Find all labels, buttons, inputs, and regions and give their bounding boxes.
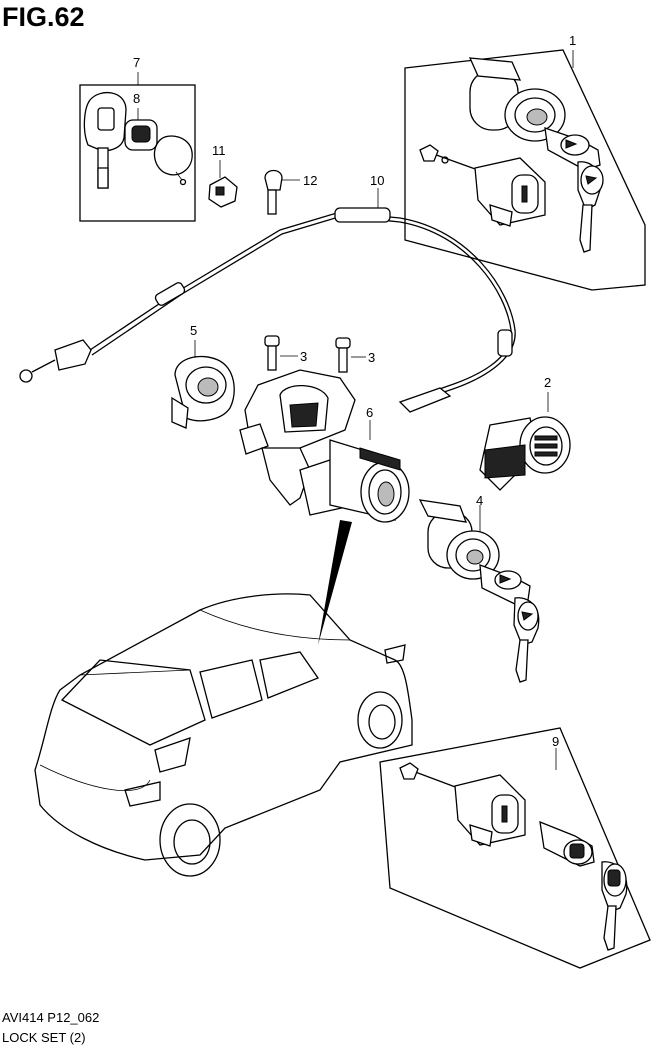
part-8-cover [124, 119, 158, 151]
callout-6-label: 6 [366, 405, 373, 420]
vehicle-outline [34, 593, 413, 877]
callout-8: 8 [133, 91, 140, 120]
callout-1: 1 [569, 33, 576, 68]
callout-3b-label: 3 [368, 350, 375, 365]
callout-12-label: 12 [303, 173, 317, 188]
part-6-steering-lock[interactable] [239, 369, 410, 523]
callout-1-label: 1 [569, 33, 576, 48]
part-1-door-cylinder [419, 144, 546, 227]
part-3-screw-b[interactable] [335, 337, 351, 373]
callout-11-label: 11 [212, 143, 226, 158]
part-1-cylinder [468, 57, 566, 142]
part-7-ring [153, 135, 193, 186]
callout-4-label: 4 [476, 493, 483, 508]
callout-2: 2 [544, 375, 551, 412]
callout-3a-label: 3 [300, 349, 307, 364]
callout-10-label: 10 [370, 173, 384, 188]
part-12-bulb[interactable] [264, 169, 283, 215]
figure-code: AVI414 P12_062 [2, 1010, 100, 1025]
part-4-door-cylinder[interactable] [418, 499, 540, 683]
part-1-key-b [577, 161, 604, 253]
callout-4: 4 [476, 493, 483, 532]
part-7-key [83, 91, 127, 189]
part-1-key-a [544, 127, 601, 171]
callout-6: 6 [366, 405, 373, 440]
callout-11: 11 [212, 143, 226, 178]
part-5-switch[interactable] [171, 355, 235, 429]
figure-caption: LOCK SET (2) [2, 1030, 86, 1045]
part-9-lock-set[interactable] [379, 727, 651, 969]
callout-5-label: 5 [190, 323, 197, 338]
callout-12: 12 [282, 173, 317, 188]
callout-2-label: 2 [544, 375, 551, 390]
part-11-clip[interactable] [208, 176, 238, 208]
location-pointer [318, 520, 352, 645]
callout-7-label: 7 [133, 55, 140, 70]
part-1-lock-set[interactable] [404, 49, 646, 291]
callout-10: 10 [370, 173, 384, 208]
callout-3b: 3 [351, 350, 375, 365]
part-2-switch[interactable] [479, 416, 571, 491]
part-7-key-set[interactable] [79, 84, 196, 222]
callout-9: 9 [552, 734, 559, 770]
callout-9-label: 9 [552, 734, 559, 749]
part-3-screw-a[interactable] [264, 335, 280, 371]
callout-5: 5 [190, 323, 197, 358]
figure-title: FIG.62 [2, 2, 85, 32]
callout-7: 7 [133, 55, 140, 85]
callout-3a: 3 [280, 349, 307, 364]
part-10-cable[interactable] [19, 207, 516, 413]
callout-8-label: 8 [133, 91, 140, 106]
